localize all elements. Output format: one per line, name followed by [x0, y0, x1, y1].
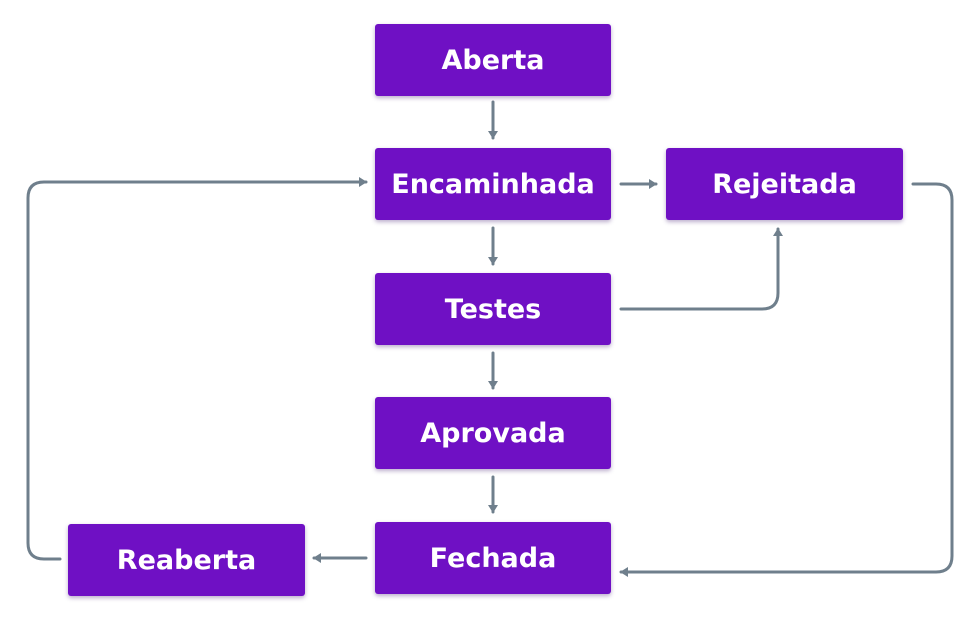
edge-reaberta-encaminhada — [26, 177, 368, 561]
node-aprovada: Aprovada — [375, 397, 611, 469]
node-fechada: Fechada — [375, 522, 611, 594]
node-rejeitada: Rejeitada — [666, 148, 903, 220]
edge-testes-rejeitada — [619, 227, 783, 311]
node-testes: Testes — [375, 273, 611, 345]
edge-rejeitada-fechada — [619, 182, 954, 577]
node-aberta: Aberta — [375, 24, 611, 96]
node-encaminhada: Encaminhada — [375, 148, 611, 220]
node-reaberta: Reaberta — [68, 524, 305, 596]
